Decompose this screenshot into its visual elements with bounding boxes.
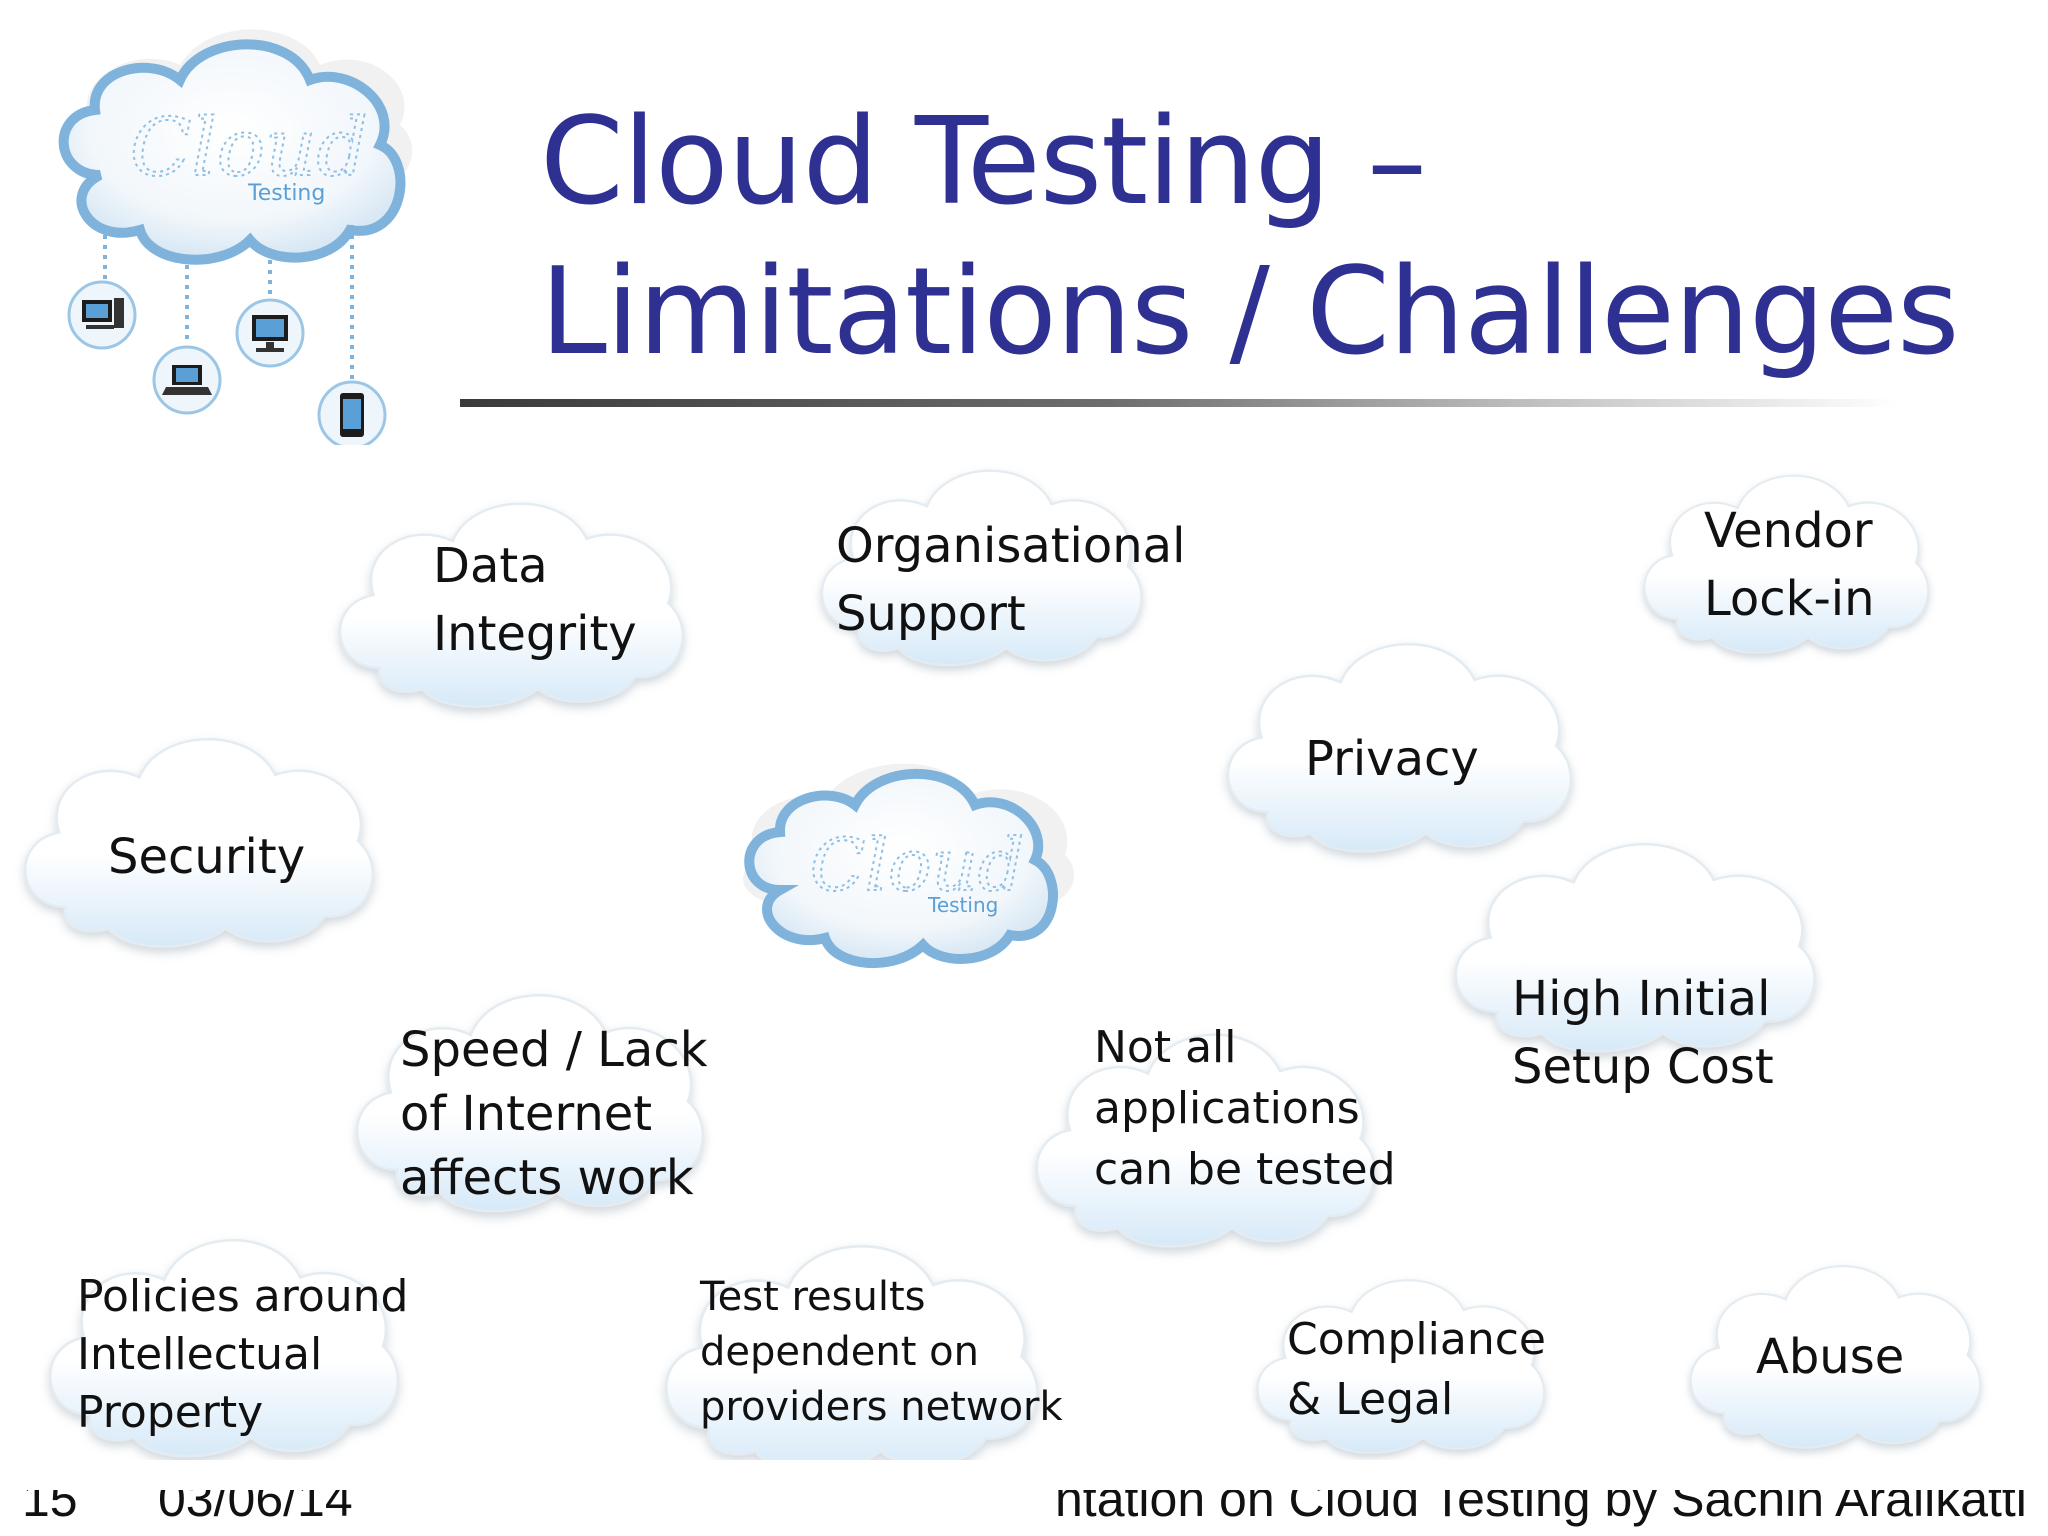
cloud-shape-icon (1454, 843, 1816, 1053)
footer-overlap-mask (0, 1460, 2048, 1490)
cloud-shape-icon (1256, 1279, 1546, 1454)
challenge-label: Speed / Lack of Internet affects work (400, 1018, 708, 1210)
challenge-label-line: Setup Cost (1512, 1039, 1774, 1095)
challenge-label-line: affects work (400, 1150, 694, 1206)
challenge-label-line: Policies around (77, 1271, 409, 1322)
challenge-label-line: Data (433, 538, 548, 594)
challenge-label: Compliance & Legal (1287, 1310, 1546, 1430)
challenge-cloud-compliance-legal: Compliance & Legal (1245, 1260, 1550, 1460)
center-cloud-icon: Cloud Testing (743, 763, 1075, 968)
cloud-shape-icon (1226, 643, 1573, 853)
title-line-2: Limitations / Challenges (540, 243, 1960, 382)
svg-text:Testing: Testing (247, 181, 325, 206)
challenge-label-line: applications (1094, 1083, 1360, 1134)
challenge-label: Privacy (1305, 725, 1479, 793)
challenge-label-line: Abuse (1756, 1329, 1905, 1385)
center-cloud-logo: Cloud Testing (720, 740, 1100, 980)
svg-text:Testing: Testing (927, 893, 998, 917)
challenge-label-line: Not all (1094, 1022, 1237, 1073)
cloud-shape-icon (338, 502, 685, 708)
svg-text:Cloud: Cloud (810, 823, 1024, 907)
challenge-label-line: Support (836, 586, 1026, 642)
challenge-label: Not all applications can be tested (1094, 1017, 1396, 1200)
challenge-label-line: dependent on (700, 1329, 979, 1375)
laptop-icon (162, 365, 212, 395)
slide-title: Cloud Testing – Limitations / Challenges (540, 88, 1960, 388)
logo-cloud-icon: Cloud Testing (58, 29, 413, 450)
challenge-label: Abuse (1756, 1323, 1904, 1391)
cloud-shape-icon (355, 994, 704, 1213)
challenge-label: Test results dependent on providers networ… (700, 1270, 1063, 1435)
challenge-label-line: providers network (700, 1384, 1063, 1430)
challenge-label-line: Integrity (433, 606, 637, 662)
challenge-cloud-not-all-applications: Not all applications can be tested (1022, 1010, 1396, 1255)
challenge-label-line: of Internet (400, 1086, 653, 1142)
title-line-1: Cloud Testing – (540, 93, 1427, 232)
challenge-label-line: Intellectual (77, 1329, 323, 1380)
challenge-cloud-abuse: Abuse (1678, 1245, 1986, 1455)
challenge-label-line: Property (77, 1387, 264, 1438)
challenge-label-line: Speed / Lack (400, 1022, 708, 1078)
challenge-label-line: Vendor (1704, 503, 1873, 559)
slide-footer: 15 03/06/14 ntation on Cloud Testing by … (0, 1460, 2048, 1536)
challenge-cloud-speed-lack-of-internet: Speed / Lack of Internet affects work (342, 970, 710, 1220)
cloud-testing-logo: Cloud Testing (30, 15, 430, 450)
challenge-cloud-test-results-network: Test results dependent on providers networ… (650, 1220, 1063, 1480)
challenge-label-line: Organisational (836, 518, 1186, 574)
challenge-label-line: High Initial (1512, 971, 1771, 1027)
cloud-shape-icon (820, 469, 1143, 667)
desktop-icon (82, 298, 124, 329)
challenge-label-line: Test results (700, 1274, 926, 1320)
challenge-label-line: Security (108, 829, 306, 885)
challenge-label-line: can be tested (1094, 1144, 1396, 1195)
challenge-cloud-privacy: Privacy (1213, 620, 1578, 860)
cloud-shape-icon (1689, 1265, 1981, 1449)
cloud-shape-icon (1643, 474, 1930, 654)
monitor-icon (252, 315, 288, 352)
cloud-shape-icon (49, 1239, 399, 1458)
title-divider (460, 399, 1900, 407)
challenge-label-line: Lock-in (1704, 571, 1875, 627)
challenge-label-line: Compliance (1287, 1314, 1546, 1365)
challenge-label-line: Privacy (1305, 731, 1479, 787)
challenge-cloud-security: Security (10, 715, 380, 955)
challenge-label-line: & Legal (1287, 1374, 1454, 1425)
cloud-shape-icon (24, 738, 374, 948)
mobile-icon (340, 393, 364, 437)
cloud-shape-icon (1035, 1033, 1377, 1248)
svg-text:Cloud: Cloud (130, 101, 368, 194)
challenge-label: Security (108, 823, 305, 891)
